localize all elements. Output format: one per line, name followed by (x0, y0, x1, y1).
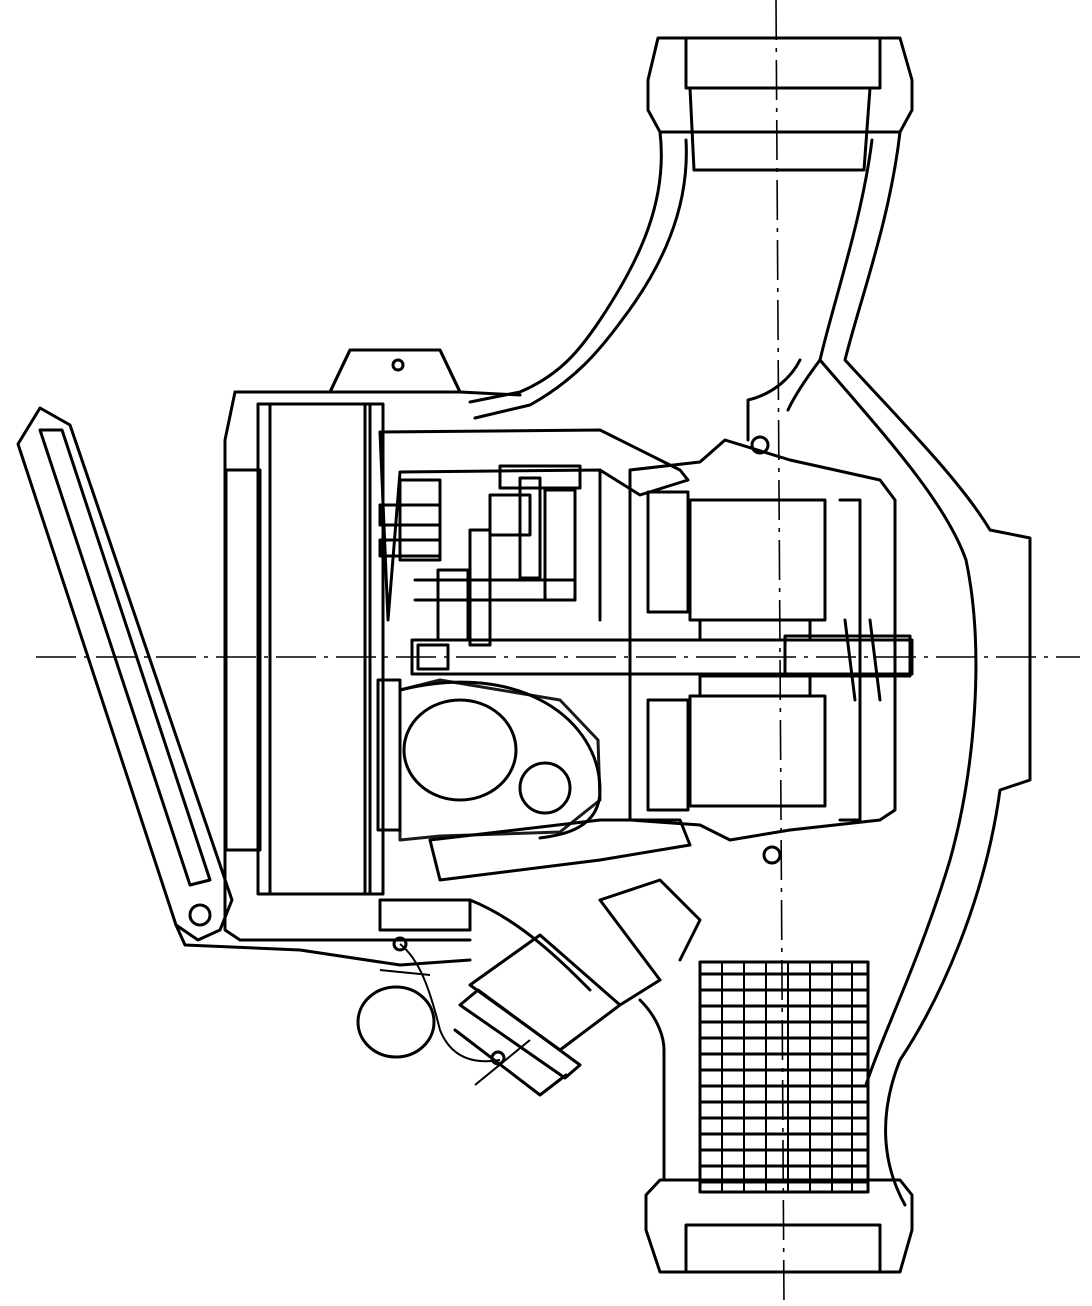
motor-head-body (223, 348, 522, 942)
electronics-chamber (378, 428, 690, 842)
capacitor-lead (356, 936, 501, 1063)
cable-gland (453, 878, 702, 1097)
inlet-strainer (698, 960, 870, 1194)
rotor-shaft (410, 618, 914, 702)
motor-stator (628, 435, 897, 865)
vertical-centerline (775, 0, 785, 1306)
lower-base-plate (378, 818, 692, 992)
hinged-lid (16, 406, 472, 967)
